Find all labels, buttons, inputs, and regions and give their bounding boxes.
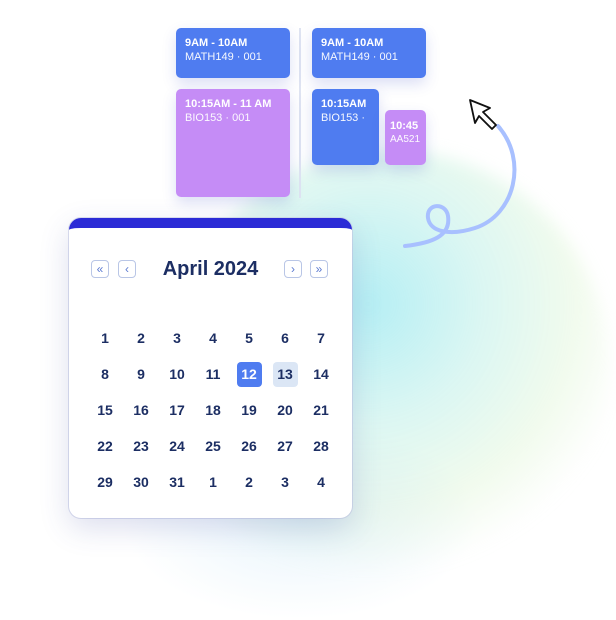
calendar-day-label: 5: [245, 330, 253, 346]
calendar-day-label: 11: [205, 366, 221, 382]
calendar-day[interactable]: 31: [159, 464, 195, 500]
event-course: MATH149 · 001: [321, 51, 398, 63]
event-card-bio153-2[interactable]: 10:15AM BIO153 ·: [312, 89, 379, 165]
calendar-day-label: 19: [241, 402, 257, 418]
calendar-day[interactable]: 30: [123, 464, 159, 500]
calendar-day[interactable]: 25: [195, 428, 231, 464]
event-card-math149-2[interactable]: 9AM - 10AM MATH149 · 001: [312, 28, 426, 78]
event-card-aa521[interactable]: 10:45 AA521: [385, 110, 426, 165]
calendar-day[interactable]: 24: [159, 428, 195, 464]
prev-month-button[interactable]: ‹: [118, 260, 136, 278]
prev-year-button[interactable]: «: [91, 260, 109, 278]
calendar-day[interactable]: 28: [303, 428, 339, 464]
event-time: 9AM - 10AM: [185, 37, 248, 49]
calendar-day-label: 2: [137, 330, 145, 346]
event-course: BIO153 ·: [321, 112, 366, 124]
calendar-day[interactable]: 6: [267, 320, 303, 356]
calendar-day-label: 17: [169, 402, 185, 418]
calendar-header: « ‹ April 2024 › »: [69, 258, 352, 282]
calendar-day-label: 31: [169, 474, 185, 490]
calendar-day[interactable]: 10: [159, 356, 195, 392]
calendar-day-label: 9: [137, 366, 145, 382]
schedule-column-divider: [299, 28, 301, 198]
month-title: April 2024: [162, 258, 259, 280]
calendar-day[interactable]: 7: [303, 320, 339, 356]
calendar-day[interactable]: 5: [231, 320, 267, 356]
event-course: MATH149 · 001: [185, 51, 262, 63]
calendar-day[interactable]: 18: [195, 392, 231, 428]
calendar-day[interactable]: 16: [123, 392, 159, 428]
calendar-day-label: 29: [97, 474, 113, 490]
calendar-day-label: 7: [317, 330, 325, 346]
event-time: 10:15AM: [321, 98, 367, 110]
calendar-day-label: 18: [205, 402, 221, 418]
calendar-day-label: 1: [101, 330, 109, 346]
calendar-day-label: 23: [133, 438, 149, 454]
calendar-day[interactable]: 2: [123, 320, 159, 356]
next-year-button[interactable]: »: [310, 260, 328, 278]
calendar-day-label: 3: [173, 330, 181, 346]
calendar-day[interactable]: 20: [267, 392, 303, 428]
event-course: BIO153 · 001: [185, 112, 251, 124]
calendar-day-label: 21: [313, 402, 329, 418]
calendar-day[interactable]: 4: [195, 320, 231, 356]
calendar-day-label: 26: [241, 438, 257, 454]
calendar-day-label: 22: [97, 438, 113, 454]
event-time: 10:15AM - 11 AM: [185, 98, 272, 110]
calendar-day[interactable]: 27: [267, 428, 303, 464]
calendar-day-label: 8: [101, 366, 109, 382]
event-card-bio153-1[interactable]: 10:15AM - 11 AM BIO153 · 001: [176, 89, 290, 197]
calendar-day[interactable]: 26: [231, 428, 267, 464]
calendar-day[interactable]: 11: [195, 356, 231, 392]
calendar-day-label: 4: [317, 474, 325, 490]
calendar-day[interactable]: 4: [303, 464, 339, 500]
calendar-day[interactable]: 12: [231, 356, 267, 392]
calendar-day-label: 28: [313, 438, 329, 454]
calendar-day-label: 4: [209, 330, 217, 346]
next-month-button[interactable]: ›: [284, 260, 302, 278]
calendar-day[interactable]: 2: [231, 464, 267, 500]
calendar-day-label: 12: [236, 361, 262, 387]
calendar-day-label: 10: [169, 366, 185, 382]
calendar-day[interactable]: 14: [303, 356, 339, 392]
calendar-day-label: 16: [133, 402, 149, 418]
calendar-day[interactable]: 3: [267, 464, 303, 500]
calendar-day-label: 27: [277, 438, 293, 454]
calendar-day-label: 25: [205, 438, 221, 454]
event-course: AA521: [390, 134, 421, 145]
event-card-math149-1[interactable]: 9AM - 10AM MATH149 · 001: [176, 28, 290, 78]
calendar-day[interactable]: 19: [231, 392, 267, 428]
calendar-day[interactable]: 8: [87, 356, 123, 392]
calendar-day[interactable]: 1: [87, 320, 123, 356]
calendar-day[interactable]: 13: [267, 356, 303, 392]
event-time: 10:45: [390, 120, 419, 132]
calendar-day-label: 13: [272, 361, 298, 387]
calendar-day-label: 6: [281, 330, 289, 346]
calendar-day-label: 14: [313, 366, 329, 382]
calendar-day-label: 1: [209, 474, 217, 490]
calendar-day-label: 30: [133, 474, 149, 490]
cursor-arrow-icon: [469, 99, 497, 130]
calendar-day-label: 20: [277, 402, 293, 418]
calendar-day[interactable]: 17: [159, 392, 195, 428]
calendar-day[interactable]: 3: [159, 320, 195, 356]
calendar-day[interactable]: 29: [87, 464, 123, 500]
calendar-day-label: 24: [169, 438, 185, 454]
calendar-day[interactable]: 22: [87, 428, 123, 464]
calendar-day[interactable]: 1: [195, 464, 231, 500]
calendar-day[interactable]: 23: [123, 428, 159, 464]
calendar-day-label: 2: [245, 474, 253, 490]
calendar-day[interactable]: 21: [303, 392, 339, 428]
calendar-day[interactable]: 15: [87, 392, 123, 428]
event-time: 9AM - 10AM: [321, 37, 384, 49]
calendar-day[interactable]: 9: [123, 356, 159, 392]
calendar-day-label: 3: [281, 474, 289, 490]
calendar-day-label: 15: [97, 402, 113, 418]
